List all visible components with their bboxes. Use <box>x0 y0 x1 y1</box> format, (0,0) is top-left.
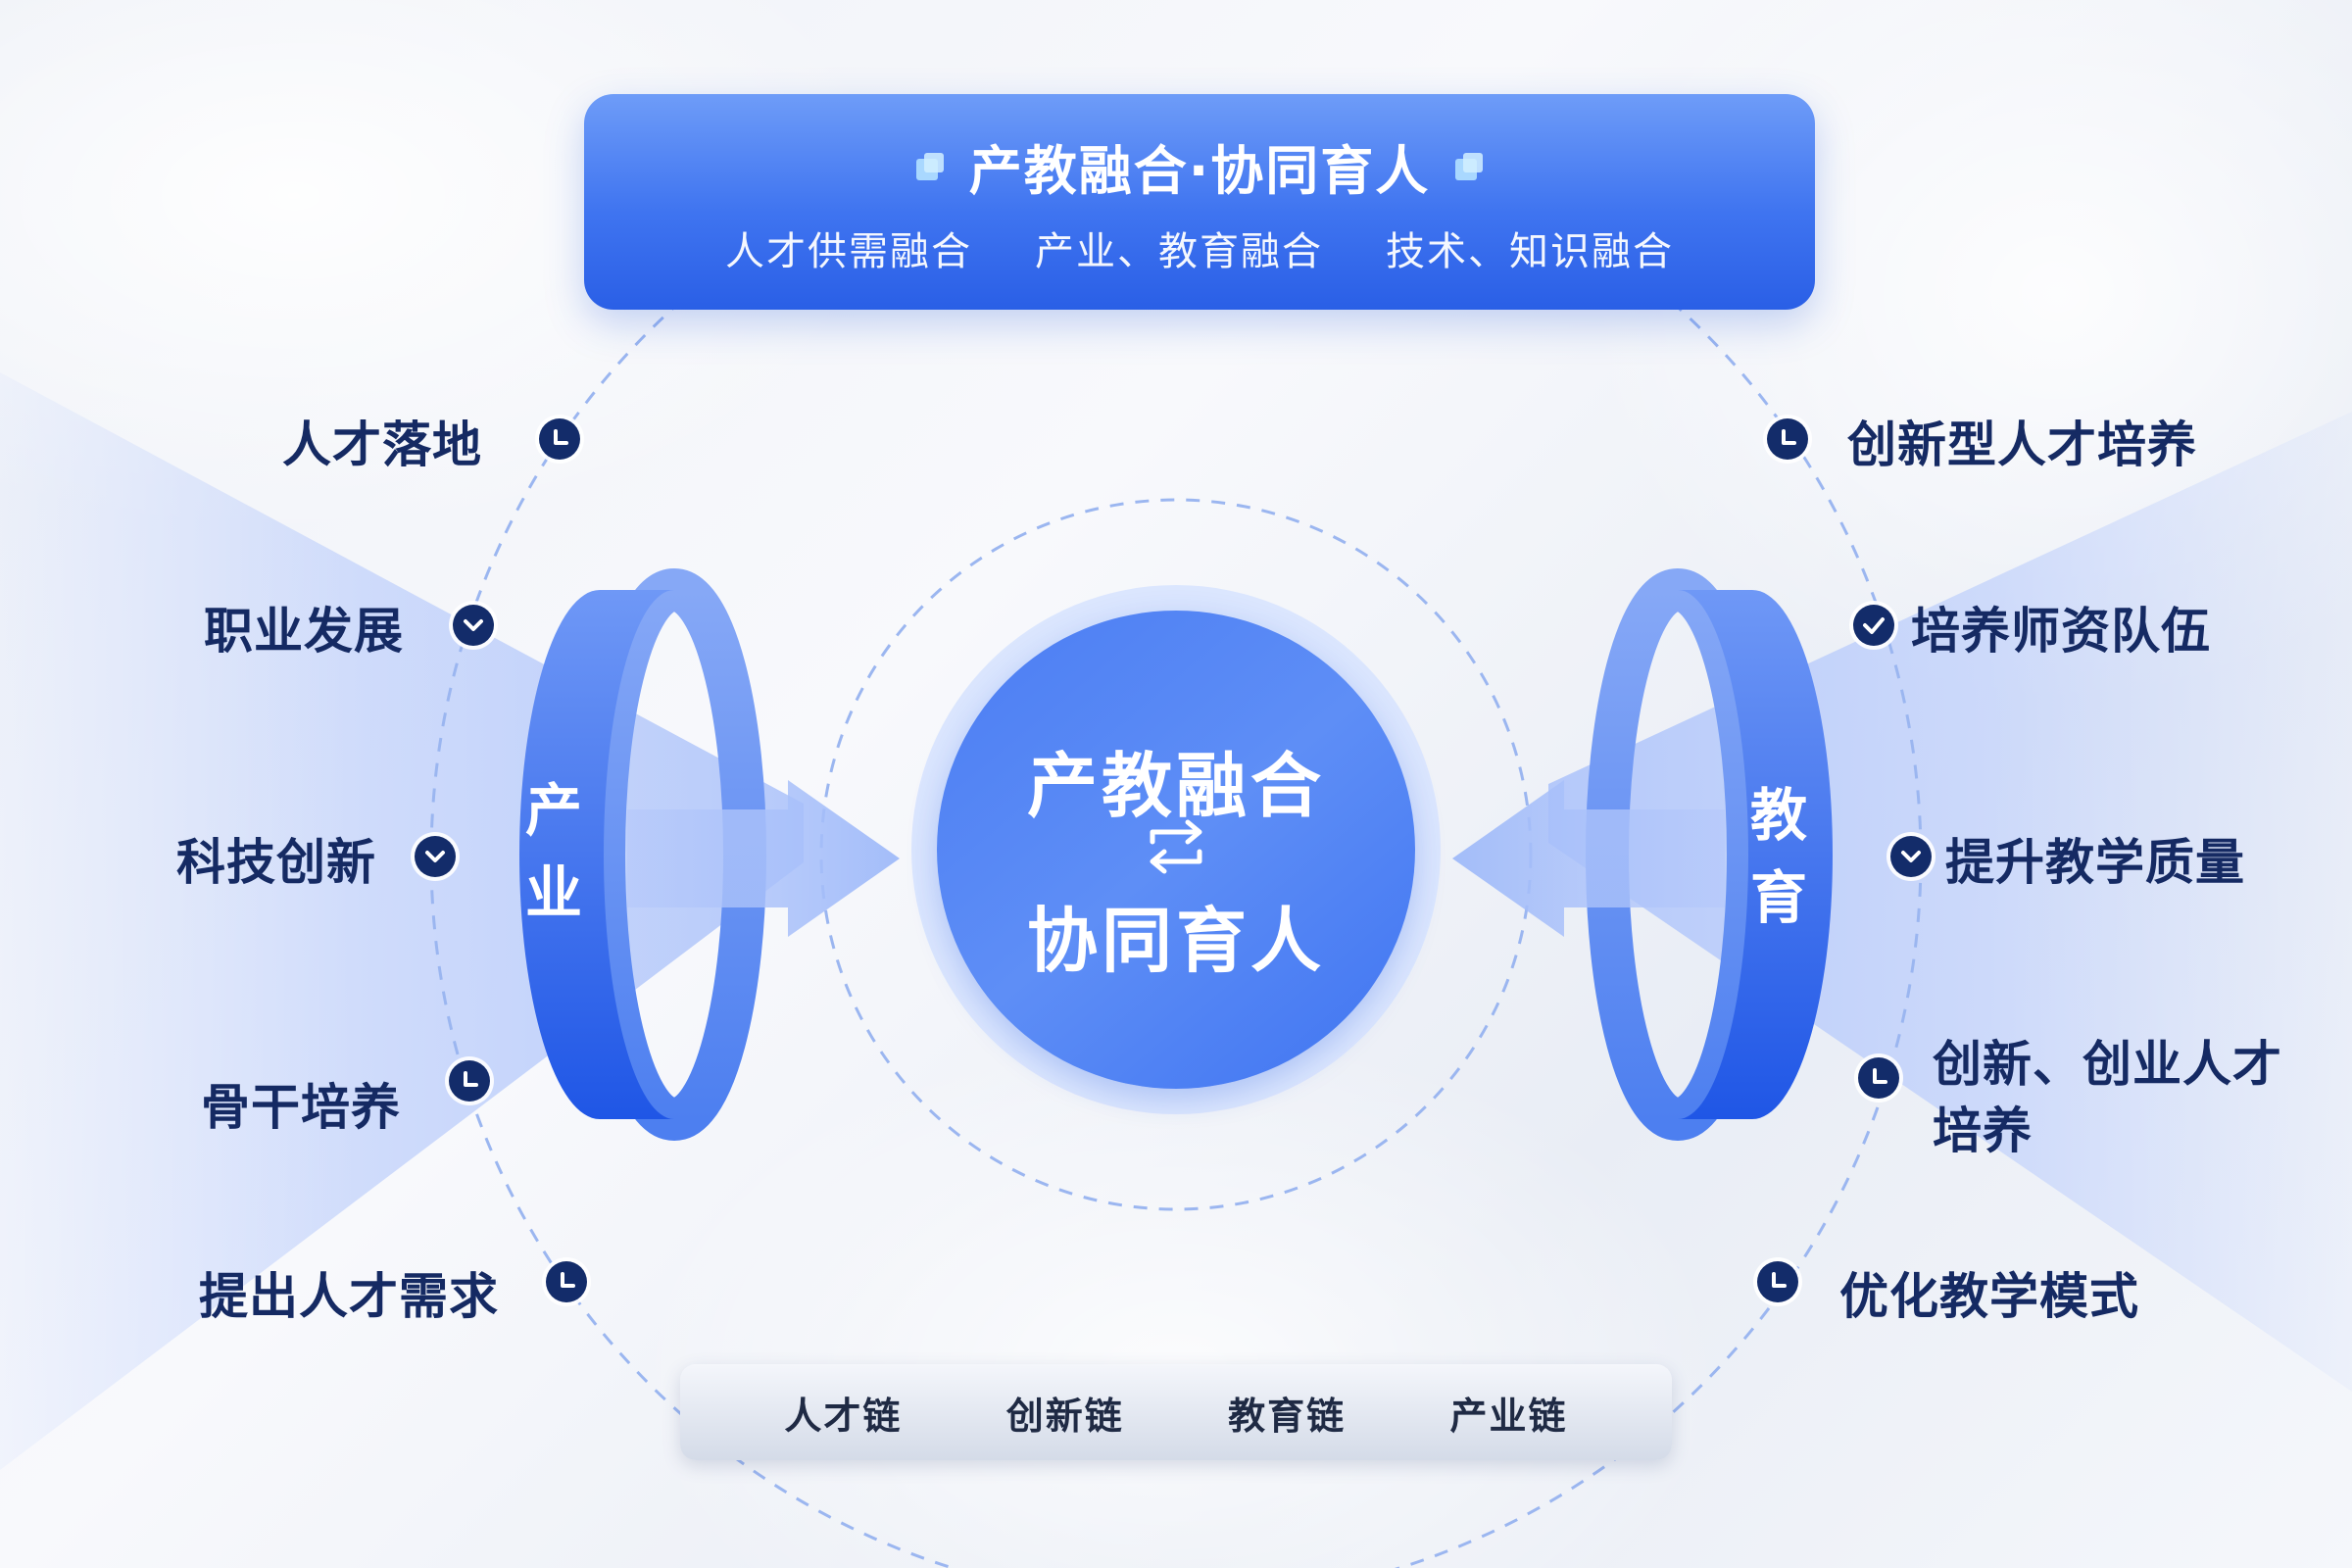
left-ring-front <box>519 590 674 1119</box>
clock-icon <box>1858 1057 1899 1099</box>
left-item: 科技创新 <box>176 834 376 891</box>
header-title-row: 产教融合·协同育人 <box>584 127 1815 205</box>
right-item: 提升教学质量 <box>1945 834 2245 891</box>
left-item: 人才落地 <box>282 416 482 473</box>
swap-arrows-icon <box>1150 819 1202 874</box>
left-item: 提出人才需求 <box>199 1268 499 1325</box>
clock-icon <box>539 418 580 460</box>
left-light-beam <box>0 372 804 1470</box>
chevron-down-icon <box>415 836 456 877</box>
center-title-line1: 产教融合 <box>1026 745 1325 827</box>
chevron-down-icon <box>453 605 494 646</box>
left-ring-char: 业 <box>524 859 582 926</box>
clock-icon <box>1757 1261 1798 1302</box>
header-subtitle: 人才供需融合 <box>725 229 972 274</box>
left-ring-char: 产 <box>524 777 582 844</box>
header-subtitles: 人才供需融合 产业、教育融合 技术、知识融合 <box>584 220 1815 276</box>
left-ring-label: 产 业 <box>514 769 593 934</box>
right-light-beam <box>1548 412 2352 1392</box>
chain-label: 创新链 <box>1005 1394 1124 1438</box>
center-title-line2: 协同育人 <box>1026 900 1325 982</box>
right-ring-char: 育 <box>1749 864 1807 931</box>
check-icon <box>1853 605 1894 646</box>
clock-icon <box>449 1060 490 1102</box>
cube-icon <box>912 149 948 184</box>
right-ring-label: 教 育 <box>1740 774 1818 939</box>
chain-label: 人才链 <box>784 1394 903 1438</box>
center-circle: 产教融合 协同育人 <box>937 611 1415 1089</box>
header-subtitle: 产业、教育融合 <box>1035 229 1323 274</box>
clock-icon <box>1767 418 1808 460</box>
left-item: 骨干培养 <box>201 1079 401 1136</box>
right-item: 培养师资队伍 <box>1911 603 2211 660</box>
chains-bar: 人才链 创新链 教育链 产业链 <box>680 1364 1672 1460</box>
right-item: 优化教学模式 <box>1839 1268 2139 1325</box>
header-subtitle: 技术、知识融合 <box>1386 229 1674 274</box>
cube-icon <box>1451 149 1487 184</box>
right-ring-front <box>1678 590 1833 1119</box>
header-banner: 产教融合·协同育人 人才供需融合 产业、教育融合 技术、知识融合 <box>584 94 1815 310</box>
left-item: 职业发展 <box>204 603 404 660</box>
chain-label: 教育链 <box>1228 1394 1347 1438</box>
right-item: 创新型人才培养 <box>1847 416 2197 473</box>
right-item: 创新、创业人才培养 <box>1933 1036 2282 1159</box>
right-arrow <box>1452 780 1725 937</box>
chevron-down-icon <box>1890 836 1932 877</box>
left-arrow <box>627 780 900 937</box>
clock-icon <box>546 1261 587 1302</box>
right-ring-char: 教 <box>1749 782 1807 849</box>
chain-label: 产业链 <box>1449 1394 1568 1438</box>
header-title: 产教融合·协同育人 <box>968 140 1431 202</box>
